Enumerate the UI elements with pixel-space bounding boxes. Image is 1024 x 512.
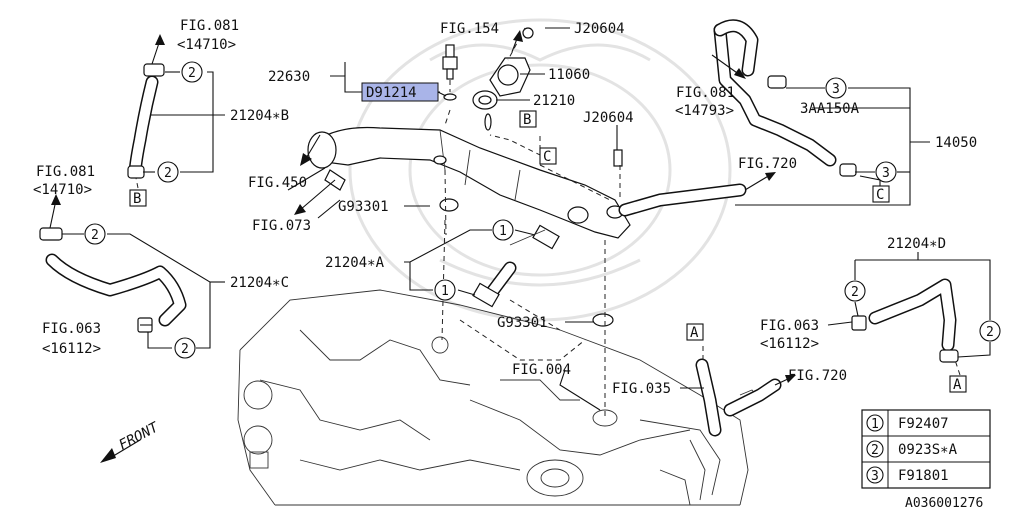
circle-ref-2-d: 2: [181, 342, 189, 357]
circle-ref-2-c: 2: [91, 228, 99, 243]
legend-row-2-num: 2: [871, 443, 879, 458]
circle-ref-2-e: 2: [851, 285, 859, 300]
label-21204a: 21204∗A: [325, 255, 385, 271]
label-fig720-mid[interactable]: FIG.720: [738, 156, 797, 172]
circle-ref-3-a: 3: [832, 82, 840, 97]
leader-lines: [62, 27, 991, 411]
label-d91214: D91214: [366, 85, 417, 101]
assembly-dashes: [135, 27, 961, 420]
thermostat-cover: [439, 27, 623, 327]
ref-letter-boxes: B C B C A A: [129, 110, 967, 393]
label-fig063-left[interactable]: FIG.063: [42, 321, 101, 337]
legend-row-2-part: 0923S∗A: [898, 442, 958, 458]
legend-row-1-num: 1: [871, 417, 879, 432]
label-fig081-top[interactable]: FIG.081: [180, 18, 239, 34]
label-fig035[interactable]: FIG.035: [612, 381, 671, 397]
label-g93301-b: G93301: [497, 315, 548, 331]
label-22630: 22630: [268, 69, 310, 85]
label-fig154[interactable]: FIG.154: [440, 21, 499, 37]
legend-row-3-num: 3: [871, 469, 879, 484]
hose-21204b: [127, 63, 165, 179]
callout-labels: FIG.081 <14710> FIG.154 J20604 22630 110…: [33, 18, 983, 511]
sensor-22630: [442, 44, 458, 101]
label-21204c: 21204∗C: [230, 275, 289, 291]
label-fig081-right[interactable]: FIG.081: [676, 85, 735, 101]
label-14050: 14050: [935, 135, 977, 151]
circle-ref-2-a: 2: [188, 66, 196, 81]
label-fig063-right[interactable]: FIG.063: [760, 318, 819, 334]
label-j20604-mid: J20604: [583, 110, 634, 126]
hose-21204c: [39, 227, 187, 333]
circle-ref-2-f: 2: [986, 325, 994, 340]
label-fig073[interactable]: FIG.073: [252, 218, 311, 234]
ref-box-c-right: C: [876, 187, 884, 203]
circle-ref-2-b: 2: [164, 166, 172, 181]
label-14710-left: <14710>: [33, 182, 92, 198]
label-fig081-left[interactable]: FIG.081: [36, 164, 95, 180]
circle-refs: 2 2 2 2 1 1 3 3 2 2: [84, 61, 1001, 359]
coolant-pipe: [307, 113, 631, 239]
legend-table: 1 F92407 2 0923S∗A 3 F91801: [861, 409, 991, 489]
label-fig004[interactable]: FIG.004: [512, 362, 571, 378]
label-14793: <14793>: [675, 103, 734, 119]
ref-box-a-mid: A: [690, 325, 699, 341]
hoses-21204a: [472, 224, 560, 308]
diagram-id: A036001276: [905, 496, 983, 511]
ref-box-b-upper: B: [523, 112, 531, 128]
label-3aa150a: 3AA150A: [800, 101, 860, 117]
bypass-pipe: [695, 358, 782, 437]
label-16112-left: <16112>: [42, 341, 101, 357]
pipe-right: [618, 183, 747, 217]
ref-box-a-right: A: [953, 377, 962, 393]
label-j20604-top: J20604: [574, 21, 625, 37]
ref-box-c-upper: C: [543, 149, 551, 165]
d91214-highlight: [361, 82, 439, 102]
label-fig450[interactable]: FIG.450: [248, 175, 307, 191]
label-16112-right: <16112>: [760, 336, 819, 352]
ref-box-b-left: B: [133, 191, 141, 207]
legend-row-1-part: F92407: [898, 416, 949, 432]
circle-ref-1-a: 1: [499, 224, 507, 239]
hose-21204d: [851, 278, 959, 363]
circle-ref-3-b: 3: [882, 166, 890, 181]
label-21204b: 21204∗B: [230, 108, 289, 124]
arrows: [49, 30, 796, 463]
engine-block: [237, 289, 761, 506]
watermark-emblem: [348, 18, 732, 322]
label-front: FRONT: [116, 419, 162, 454]
label-21210: 21210: [533, 93, 575, 109]
label-g93301-a: G93301: [338, 199, 389, 215]
circle-ref-1-b: 1: [441, 284, 449, 299]
legend-row-3-part: F91801: [898, 468, 949, 484]
label-fig720-bottom[interactable]: FIG.720: [788, 368, 847, 384]
label-11060: 11060: [548, 67, 590, 83]
label-21204d: 21204∗D: [887, 236, 946, 252]
label-14710-top: <14710>: [177, 37, 236, 53]
hose-14050: [713, 19, 857, 177]
